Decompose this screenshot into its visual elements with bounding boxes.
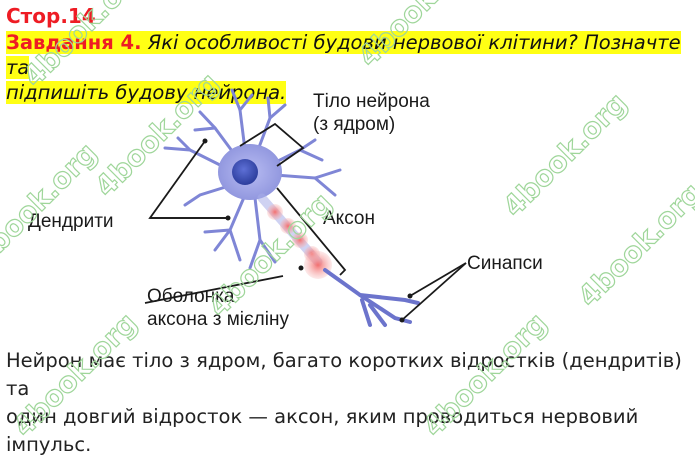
task-line-2: підпишіть будову нейрона. [6,81,287,104]
task-block: Завдання 4. Які особливості будови нерво… [6,30,695,105]
task-line-1: Завдання 4. Які особливості будови нерво… [6,31,681,79]
task-question-part1: Які особливості будови нервової клітини?… [6,31,681,79]
task-number: Завдання 4. [6,31,142,54]
label-synapses: Синапси [467,253,543,274]
label-myelin: Оболонка аксона з мієліну [147,286,289,330]
answer-line-2: один довгий відросток — аксон, яким пров… [6,405,639,456]
neuron-diagram: Тіло нейрона (з ядром) Дендрити Аксон Си… [0,80,695,342]
task-question-part2: підпишіть будову нейрона [6,81,281,104]
label-cell-body: Тіло нейрона (з ядром) [313,91,430,135]
answer-text: Нейрон має тіло з ядром, багато коротких… [6,347,695,459]
label-axon: Аксон [323,208,375,229]
answer-line-1: Нейрон має тіло з ядром, багато коротких… [6,349,682,400]
label-dendrites: Дендрити [28,211,114,232]
page-reference: Стор.14 [6,4,96,28]
nucleus-shape [232,159,258,185]
neuron-illustration [144,88,467,327]
